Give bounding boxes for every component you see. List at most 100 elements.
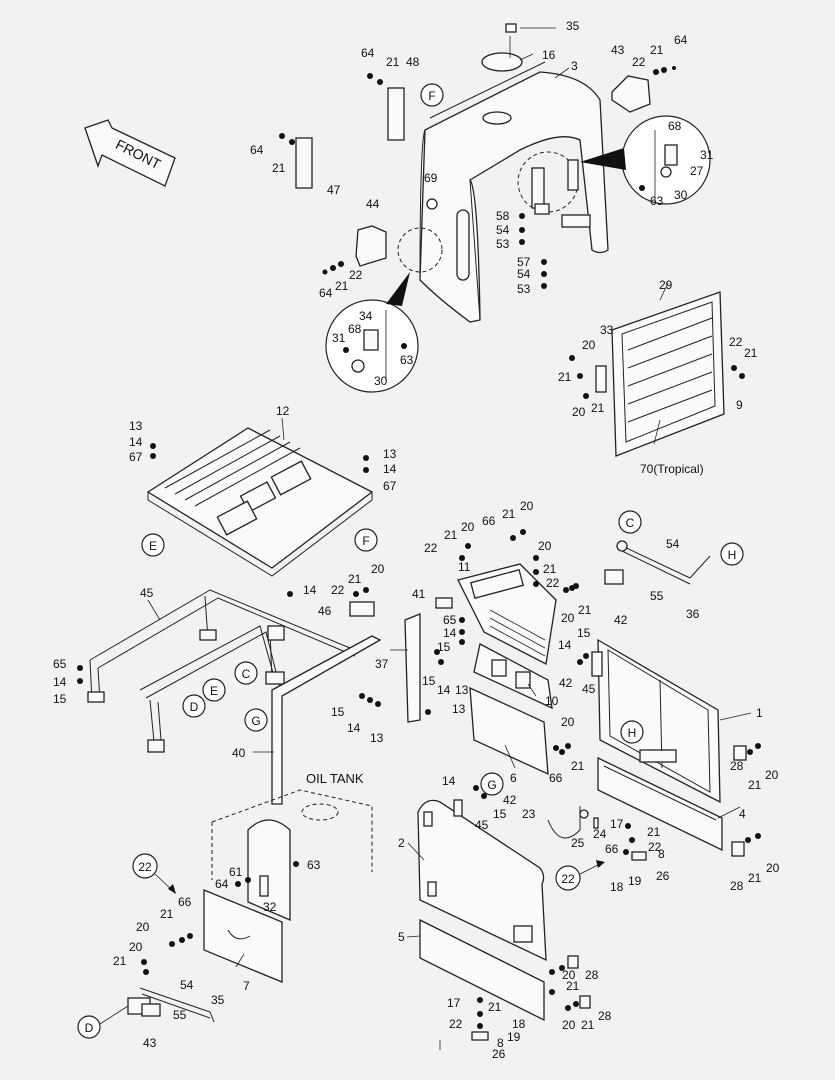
callout-26: 26: [492, 1047, 506, 1061]
callout-20: 20: [520, 499, 534, 513]
bracket-46: [611, 66, 676, 113]
callout-39: 37: [375, 657, 389, 671]
callout-60: 61: [229, 865, 243, 879]
callout-36: 36: [686, 607, 700, 621]
callout-56: 64: [250, 143, 264, 157]
strip-5: [419, 918, 591, 1041]
callout-50: 47: [327, 183, 341, 197]
panel-6: [469, 686, 571, 776]
ref-22-left: 22: [132, 853, 176, 894]
ref-letter-C-frame: C: [234, 661, 258, 685]
callout-22: 22: [424, 541, 438, 555]
ref-22-right: 22: [555, 860, 605, 891]
callout-22: 22: [729, 335, 743, 349]
callout-65: 65: [53, 657, 67, 671]
callout-20: 20: [765, 768, 779, 782]
callout-28: 28: [730, 879, 744, 893]
callout-49: 46: [318, 604, 332, 618]
latch-parts: [547, 806, 647, 861]
callout-14: 14: [347, 721, 361, 735]
bracket-49: [287, 587, 381, 707]
callout-14: 14: [437, 683, 451, 697]
callout-14: 14: [443, 626, 457, 640]
ref-letter-text: D: [190, 700, 199, 714]
callout-24: 24: [593, 827, 607, 841]
callout-7: 7: [243, 979, 250, 993]
ref-letter-H-door: H: [620, 720, 644, 744]
detail-circle-left: [325, 272, 419, 393]
callout-21: 21: [386, 55, 400, 69]
callout-11: 11: [458, 560, 471, 574]
ref-letter-E-frame: E: [202, 678, 226, 702]
callout-22: 22: [349, 268, 363, 282]
callout-14: 14: [383, 462, 397, 476]
callout-22: 22: [648, 840, 662, 854]
ref-letter-text: G: [487, 778, 496, 792]
door-1: [577, 638, 761, 804]
callout-14: 14: [442, 774, 456, 788]
ref-letter-text: 22: [138, 860, 152, 874]
callout-46: 43: [611, 43, 625, 57]
ref-letter-D-frame: D: [182, 694, 206, 718]
hood-cover: [397, 61, 609, 323]
callout-66: 66: [605, 842, 619, 856]
callout-3: 3: [571, 59, 578, 73]
callout-21: 21: [160, 907, 174, 921]
callout-63: 63: [400, 353, 414, 367]
callout-21: 21: [578, 603, 592, 617]
detail-circle-right: [580, 115, 711, 205]
callout-53: 54: [517, 267, 531, 281]
callout-18: 18: [512, 1017, 526, 1031]
ref-letter-E-plate: E: [141, 533, 165, 557]
callout-21: 21: [502, 507, 516, 521]
callout-19: 19: [507, 1030, 521, 1044]
callout-14: 14: [558, 638, 572, 652]
callout-31: 31: [332, 331, 346, 345]
callout-41: 41: [412, 587, 426, 601]
ref-letter-C-right: C: [618, 510, 642, 534]
callout-28: 28: [585, 968, 599, 982]
callout-15: 15: [577, 626, 591, 640]
ref-letter-text: F: [362, 534, 369, 548]
callout-2: 2: [398, 836, 405, 850]
callout-40: 40: [232, 746, 246, 760]
callout-67: 67: [129, 450, 143, 464]
callout-54: 54: [180, 978, 194, 992]
callout-63: 63: [650, 194, 664, 208]
callout-12: 12: [276, 404, 290, 418]
frame-45: [77, 589, 356, 753]
callout-67: 67: [383, 479, 397, 493]
screen-11: [435, 529, 575, 665]
callout-42: 42: [503, 793, 517, 807]
callout-51: 48: [406, 55, 420, 69]
callout-1: 1: [756, 706, 763, 720]
tropical-label: 70(Tropical): [640, 462, 704, 476]
callout-14: 14: [129, 435, 143, 449]
bar-39: [404, 613, 444, 723]
callout-labels: 35 16 3 64 21 48 43 21 64 22 68 31 27 30…: [53, 19, 780, 1061]
bar-44-54-36: [563, 540, 711, 593]
callout-37: 35: [566, 19, 580, 33]
callout-43: 43: [143, 1036, 157, 1050]
callout-28: 28: [730, 759, 744, 773]
bracket-47: [322, 225, 387, 275]
panel-7: [169, 889, 283, 983]
callout-20: 20: [461, 520, 475, 534]
callout-20: 20: [371, 562, 385, 576]
ref-letter-H-right: H: [720, 542, 744, 566]
callout-58: 58: [496, 209, 510, 223]
handle-51: [367, 73, 405, 141]
callout-22: 22: [449, 1017, 463, 1031]
callout-18: 18: [610, 880, 624, 894]
callout-15: 15: [437, 640, 451, 654]
ref-letter-text: E: [210, 684, 218, 698]
callout-35: 35: [211, 993, 225, 1007]
cap-16: [481, 23, 556, 72]
callout-32: 32: [263, 900, 277, 914]
ref-letter-text: H: [728, 548, 737, 562]
louver-panel-29: [569, 291, 745, 457]
callout-55: 55: [650, 589, 664, 603]
callout-56: 64: [361, 46, 375, 60]
callout-66: 66: [549, 771, 563, 785]
ref-letter-text: C: [242, 667, 251, 681]
